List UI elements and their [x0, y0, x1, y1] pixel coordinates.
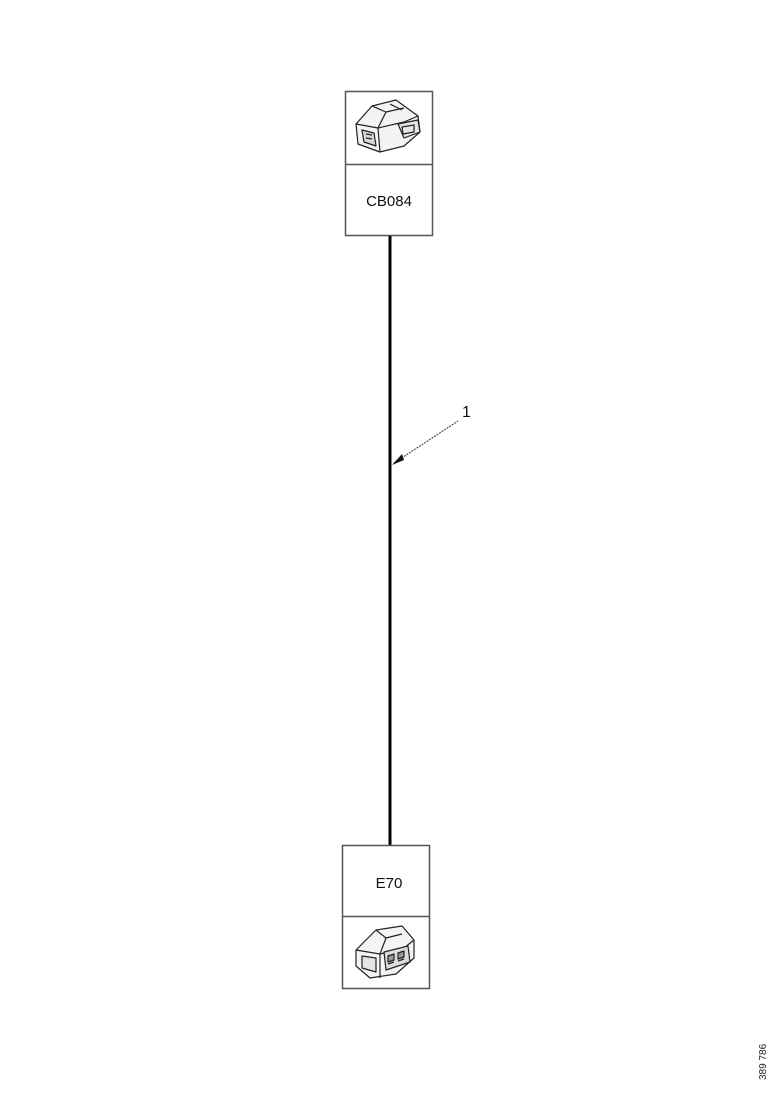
top-connector: CB084 — [344, 90, 434, 237]
callout-number: 1 — [462, 404, 471, 421]
callout-arrowhead — [392, 454, 404, 465]
callout-leader — [393, 420, 459, 464]
wire-callout: 1 — [392, 404, 471, 465]
bottom-connector-label: E70 — [376, 875, 403, 892]
bottom-connector: E70 — [341, 844, 431, 990]
connector-plug-icon — [355, 99, 421, 153]
connector-socket-icon — [355, 925, 415, 979]
reference-number: 389 786 — [758, 1043, 769, 1080]
top-connector-label: CB084 — [366, 193, 412, 210]
